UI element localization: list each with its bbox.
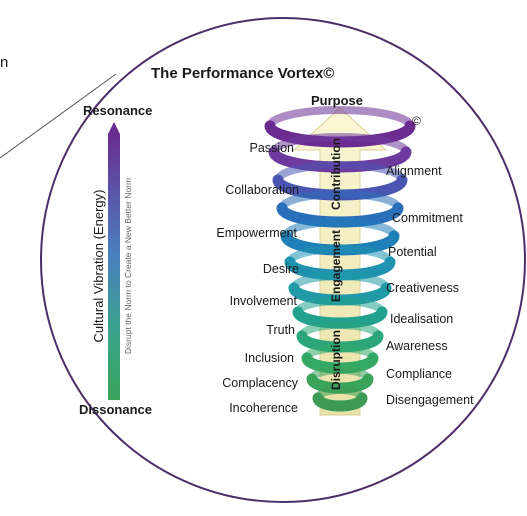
label-awareness: Awareness [386, 339, 448, 353]
label-empowerment: Empowerment [216, 226, 297, 240]
spiral-coil-front [264, 120, 416, 148]
scale-arrowhead [108, 122, 120, 134]
spiral-coil-back [278, 190, 402, 209]
label-complacency: Complacency [222, 376, 298, 390]
label-passion: Passion [249, 141, 294, 155]
label-creativeness: Creativeness [386, 281, 459, 295]
resonance-label: Resonance [83, 103, 153, 118]
cropped-text: n [0, 54, 9, 71]
energy-axis-label: Cultural Vibration (Energy) [91, 189, 106, 343]
label-disengagement: Disengagement [386, 393, 474, 407]
label-compliance: Compliance [386, 367, 453, 381]
label-alignment: Alignment [386, 164, 442, 178]
spiral-coil-back [282, 218, 398, 237]
spiral-coil-back [286, 245, 394, 263]
vortex-spiral [264, 106, 416, 412]
label-potential: Potential [388, 245, 437, 259]
label-incoherence: Incoherence [229, 401, 298, 415]
spiral-coil-front [312, 392, 368, 412]
label-desire: Desire [262, 262, 299, 276]
label-commitment: Commitment [392, 211, 463, 225]
spiral-coil-back [290, 272, 390, 289]
spiral-coil-back [266, 106, 414, 127]
figure-title: The Performance Vortex© [151, 65, 335, 82]
purpose-label: Purpose [311, 93, 364, 108]
copyright-mark: © [412, 114, 421, 128]
label-truth: Truth [266, 323, 295, 337]
label-involvement: Involvement [229, 294, 297, 308]
dissonance-label: Dissonance [79, 402, 152, 417]
band-disruption: Disruption [329, 330, 343, 390]
disrupt-norm-label: Disrupt the Norm to Create a New Better … [123, 177, 133, 355]
label-idealisation: Idealisation [390, 312, 454, 326]
label-inclusion: Inclusion [244, 351, 294, 365]
scale-bar [108, 134, 120, 400]
spiral-coil-back [298, 321, 382, 337]
callout-line [0, 73, 117, 159]
spiral-coil-back [274, 161, 406, 181]
spiral-coil-back [270, 133, 410, 153]
purpose-arrow [292, 107, 388, 416]
label-collaboration: Collaboration [225, 183, 299, 197]
spiral-coil-back [294, 297, 386, 313]
frame-circle [40, 17, 526, 503]
